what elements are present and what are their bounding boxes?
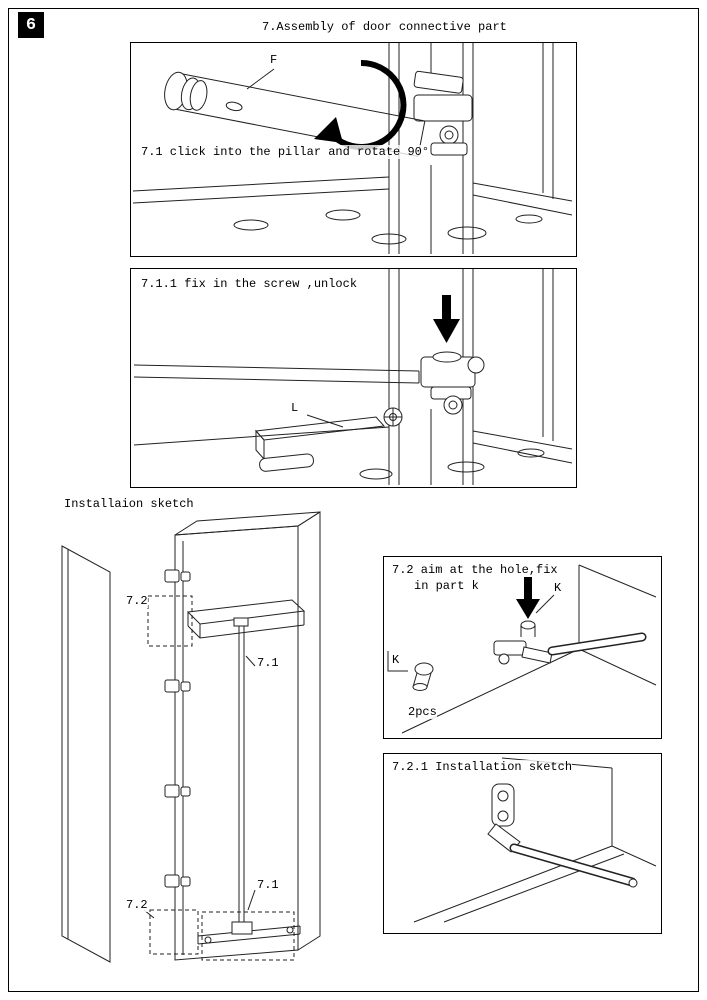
- part-k-quantity: 2pcs: [408, 705, 437, 719]
- part-k-peg: [388, 651, 433, 691]
- base-panel-lines: [133, 177, 572, 244]
- down-arrow-icon: [516, 577, 540, 619]
- label-k-leader: [536, 595, 554, 613]
- bottom-runner: [198, 922, 300, 944]
- sketch-label-72-bottom: 7.2: [126, 898, 148, 912]
- label-f-leader: [247, 69, 274, 89]
- sketch-label-72-top: 7.2: [126, 594, 148, 608]
- connector-bracket: [414, 71, 472, 155]
- label-l-leader: [307, 415, 343, 427]
- corner-lines: [414, 758, 656, 922]
- l-bracket: [256, 417, 384, 472]
- part-label-f: F: [270, 53, 278, 67]
- hinge-mechanism: [494, 637, 642, 664]
- installation-sketch-title: Installaion sketch: [64, 497, 194, 511]
- sketch-label-71-bottom: 7.1: [257, 878, 279, 892]
- down-arrow-icon: [433, 295, 460, 343]
- page-border: [8, 8, 699, 992]
- page-title: 7.Assembly of door connective part: [262, 20, 507, 34]
- step-7-2-1-panel: 7.2.1 Installation sketch: [383, 753, 662, 934]
- part-label-l: L: [291, 401, 299, 415]
- step-7-2-1-caption: 7.2.1 Installation sketch: [392, 760, 573, 774]
- part-label-k-pointer: K: [554, 581, 562, 595]
- hinge-icons: [165, 570, 190, 887]
- part-label-k-part: K: [392, 653, 400, 667]
- step-7-1-1-panel: 7.1.1 fix in the screw ,unlock L: [130, 268, 577, 488]
- callout-boxes: [148, 596, 294, 960]
- peg-installed: [521, 621, 535, 637]
- screw: [384, 408, 402, 426]
- installation-sketch-drawing: [384, 754, 659, 931]
- step-7-2-caption-line2: in part k: [414, 579, 479, 593]
- aim-at-hole-drawing: [384, 557, 659, 736]
- sketch-label-71-top: 7.1: [257, 656, 279, 670]
- cabinet-door: [62, 546, 110, 962]
- step-7-1-panel: F 7.1 click into the pillar and rotate 9…: [130, 42, 577, 257]
- base-panel-lines: [134, 427, 572, 479]
- horizontal-rod: [134, 365, 419, 383]
- pillar-lines: [389, 43, 553, 254]
- rotate-arrow-icon: [314, 63, 403, 147]
- cabinet-sketch: 7.2 7.1 7.1 7.2: [50, 508, 360, 978]
- long-rod: [514, 848, 637, 887]
- cabinet-drawing: [50, 508, 360, 978]
- step-7-2-caption-line1: 7.2 aim at the hole,fix: [392, 563, 558, 577]
- step-7-2-panel: 7.2 aim at the hole,fix in part k K K 2p…: [383, 556, 662, 739]
- cabinet-body: [175, 512, 320, 960]
- step-7-1-caption: 7.1 click into the pillar and rotate 90°: [141, 145, 430, 159]
- vertical-rod: [234, 618, 248, 924]
- step-7-1-1-caption: 7.1.1 fix in the screw ,unlock: [141, 277, 358, 291]
- mounted-hinge: [488, 784, 520, 852]
- rod-into-pillar-drawing: [131, 43, 574, 254]
- page-number-badge: 6: [18, 12, 44, 38]
- label-leaders: [144, 656, 255, 918]
- fix-screw-drawing: [131, 269, 574, 485]
- clamp-assembly: [421, 352, 484, 414]
